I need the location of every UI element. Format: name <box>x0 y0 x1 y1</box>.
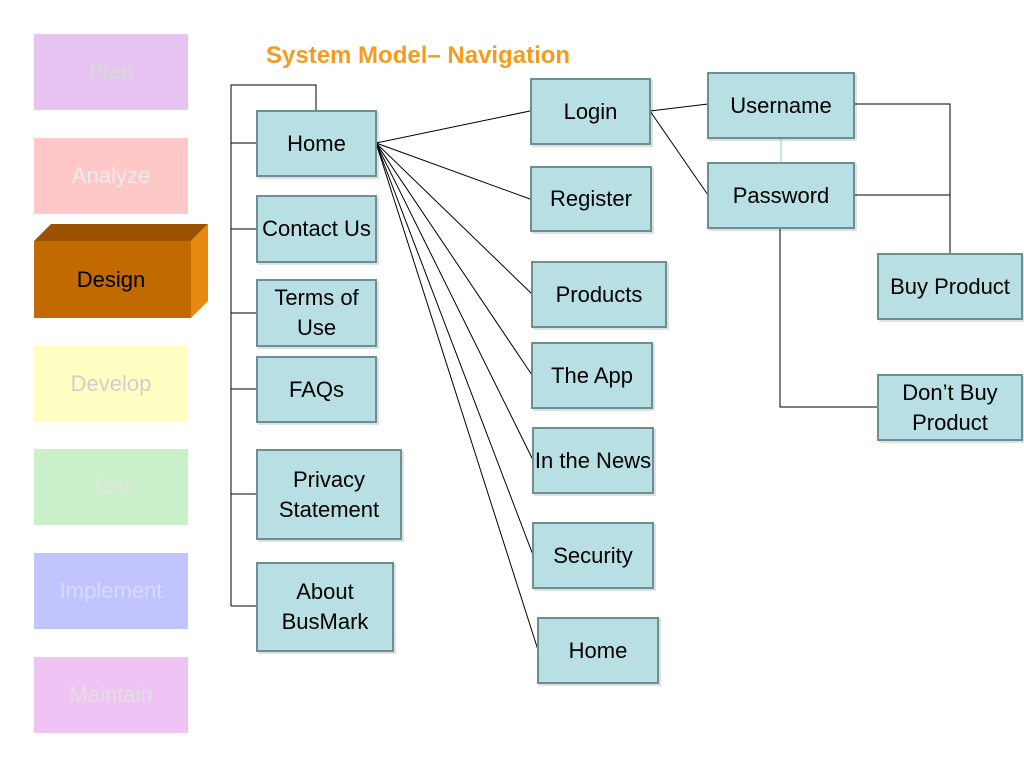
phase-maintain[interactable]: Maintain <box>34 657 188 733</box>
node-login[interactable]: Login <box>530 78 651 145</box>
phase-analyze[interactable]: Analyze <box>34 138 188 214</box>
node-privacy-statement[interactable]: Privacy Statement <box>256 449 402 540</box>
node-home[interactable]: Home <box>256 110 377 177</box>
node-security[interactable]: Security <box>532 522 654 589</box>
phase-plan-label: Plan <box>88 59 134 84</box>
phase-analyze-label: Analyze <box>71 163 151 188</box>
node-home-2[interactable]: Home <box>537 617 659 684</box>
phase-design[interactable]: Design <box>34 224 208 320</box>
phase-implement-label: Implement <box>59 578 163 603</box>
node-contact-us[interactable]: Contact Us <box>256 195 377 263</box>
node-in-the-news[interactable]: In the News <box>532 427 654 494</box>
phase-plan[interactable]: Plan <box>34 34 188 110</box>
node-buy-product[interactable]: Buy Product <box>877 253 1023 320</box>
node-register[interactable]: Register <box>530 166 652 232</box>
node-password[interactable]: Password <box>707 162 855 229</box>
phase-design-label: Design <box>76 266 146 292</box>
design-3d-block <box>34 224 208 318</box>
phase-develop[interactable]: Develop <box>34 346 188 422</box>
node-products[interactable]: Products <box>531 261 667 328</box>
node-terms-of-use[interactable]: Terms of Use <box>256 279 377 347</box>
phase-test[interactable]: Test <box>34 449 188 525</box>
phase-maintain-label: Maintain <box>69 682 153 707</box>
node-the-app[interactable]: The App <box>531 342 653 409</box>
node-faqs[interactable]: FAQs <box>256 356 377 423</box>
node-dont-buy-product[interactable]: Don’t Buy Product <box>877 374 1023 441</box>
node-about-busmark[interactable]: About BusMark <box>256 562 394 652</box>
phase-develop-label: Develop <box>70 371 152 396</box>
phase-test-label: Test <box>90 474 132 499</box>
phase-implement[interactable]: Implement <box>34 553 188 629</box>
node-username[interactable]: Username <box>707 72 855 139</box>
page-title: System Model– Navigation <box>266 42 571 69</box>
